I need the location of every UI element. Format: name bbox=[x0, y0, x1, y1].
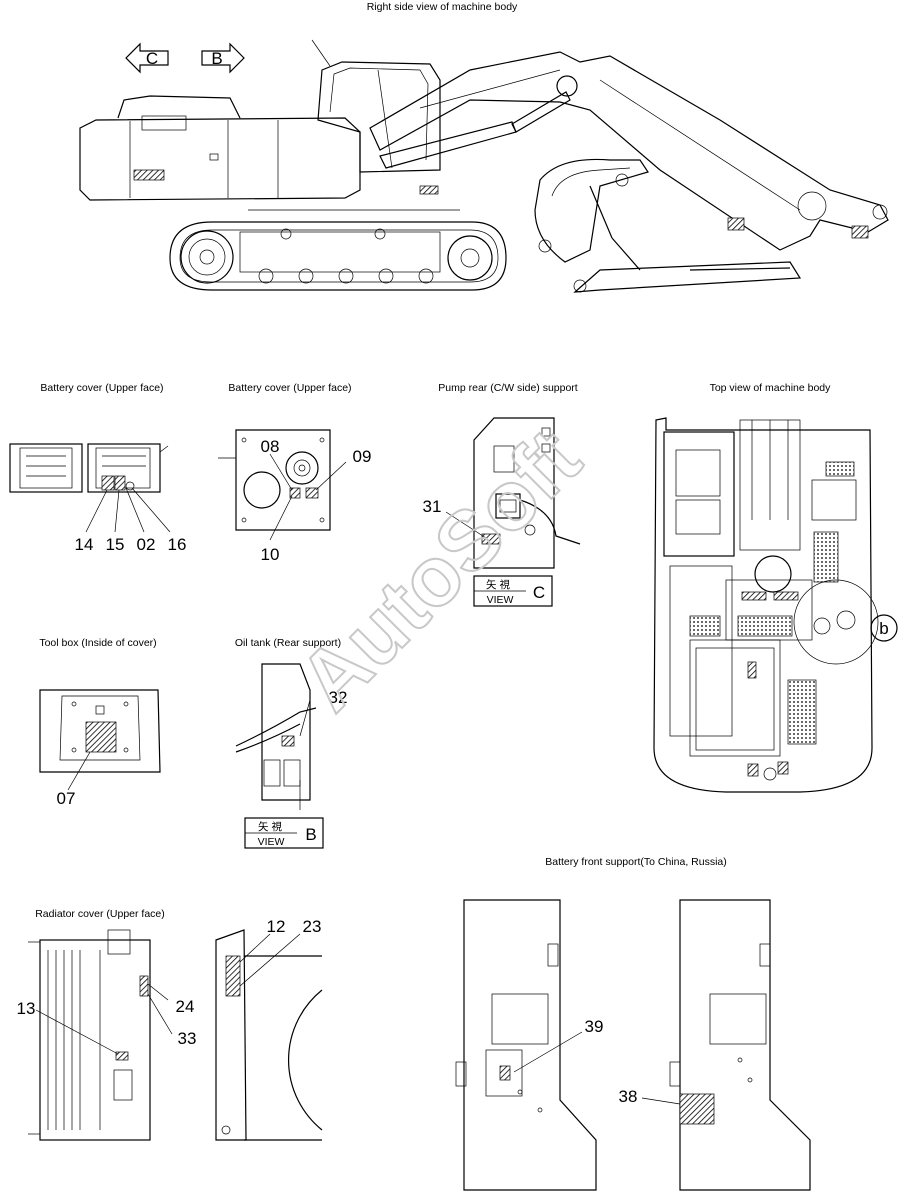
detail-b-label: b bbox=[879, 619, 888, 638]
view-c-letter: C bbox=[533, 583, 545, 602]
caption-radiator-cover: Radiator cover (Upper face) bbox=[35, 908, 165, 920]
callout-23: 23 bbox=[303, 917, 322, 936]
view-c-kanji: 矢 視 bbox=[486, 578, 510, 591]
callout-09: 09 bbox=[353, 447, 372, 466]
callout-02: 02 bbox=[137, 535, 156, 554]
callout-15: 15 bbox=[106, 535, 125, 554]
view-b-box: 矢 視 VIEW B bbox=[244, 817, 324, 849]
arrow-c-label: C bbox=[146, 49, 158, 68]
caption-oil-tank: Oil tank (Rear support) bbox=[235, 637, 341, 649]
caption-pump-rear: Pump rear (C/W side) support bbox=[438, 382, 578, 394]
caption-battery-cover-2: Battery cover (Upper face) bbox=[228, 382, 351, 394]
arrow-b-label: B bbox=[211, 49, 222, 68]
view-c-box: 矢 視 VIEW C bbox=[473, 575, 553, 607]
battery-front-drawing-left bbox=[455, 899, 597, 1191]
caption-right-side-view: Right side view of machine body bbox=[367, 1, 518, 13]
battery-cover-2-drawing bbox=[218, 429, 347, 541]
callout-14: 14 bbox=[75, 535, 94, 554]
view-b-text: VIEW bbox=[258, 836, 285, 848]
callout-39: 39 bbox=[585, 1017, 604, 1036]
view-b-kanji: 矢 視 bbox=[258, 820, 282, 833]
callout-38: 38 bbox=[619, 1087, 638, 1106]
excavator-side-view bbox=[79, 39, 889, 293]
view-b-letter: B bbox=[305, 825, 316, 844]
battery-cover-1-drawing bbox=[9, 443, 171, 533]
caption-tool-box: Tool box (Inside of cover) bbox=[39, 637, 156, 649]
battery-front-drawing-right bbox=[641, 899, 811, 1191]
tool-box-drawing bbox=[39, 689, 161, 791]
callout-12: 12 bbox=[267, 917, 286, 936]
caption-battery-cover-1: Battery cover (Upper face) bbox=[40, 382, 163, 394]
watermark: AutoSoft bbox=[281, 411, 598, 728]
radiator-cover-drawing-left bbox=[28, 929, 173, 1141]
callout-32: 32 bbox=[329, 688, 348, 707]
arrow-b: B bbox=[201, 42, 245, 74]
callout-31: 31 bbox=[423, 497, 442, 516]
pump-rear-drawing bbox=[445, 417, 581, 569]
radiator-cover-drawing-right bbox=[215, 929, 323, 1141]
arrow-c: C bbox=[125, 42, 169, 74]
top-view-drawing bbox=[653, 417, 898, 793]
caption-battery-front: Battery front support(To China, Russia) bbox=[545, 856, 727, 868]
oil-tank-drawing bbox=[235, 663, 317, 810]
callout-16: 16 bbox=[168, 535, 187, 554]
callout-10: 10 bbox=[261, 545, 280, 564]
callout-24: 24 bbox=[176, 997, 195, 1016]
caption-top-view: Top view of machine body bbox=[710, 382, 832, 394]
callout-33: 33 bbox=[178, 1029, 197, 1048]
callout-07: 07 bbox=[57, 789, 76, 808]
callout-08: 08 bbox=[261, 437, 280, 456]
callout-13: 13 bbox=[17, 999, 36, 1018]
view-c-text: VIEW bbox=[487, 594, 514, 606]
